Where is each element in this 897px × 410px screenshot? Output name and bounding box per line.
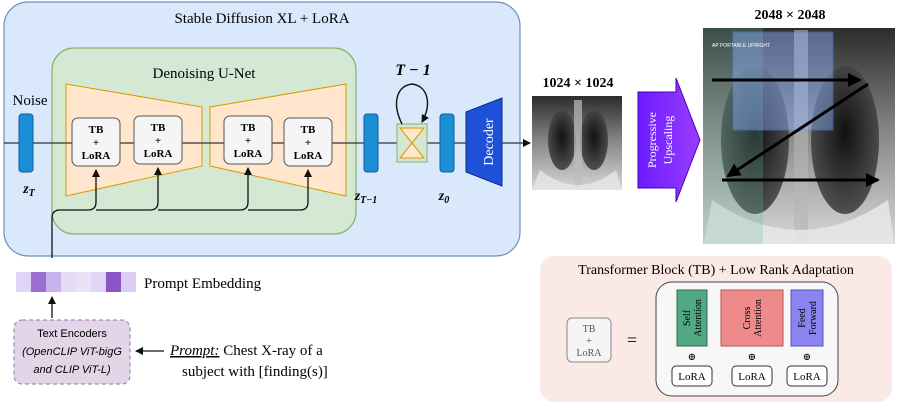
svg-text:LoRA: LoRA: [82, 150, 111, 162]
latent-zT1-block: [363, 113, 379, 173]
svg-text:FeedForward: FeedForward: [797, 301, 819, 335]
loop-label: T − 1: [395, 62, 430, 79]
svg-text:and CLIP ViT-L): and CLIP ViT-L): [33, 364, 111, 376]
xray-large: AP PORTABLE UPRIGHT: [703, 28, 895, 244]
tb-block-4: TB + LoRA: [283, 117, 333, 167]
text-encoders-box: Text Encoders (OpenCLIP ViT-bigG and CLI…: [13, 319, 131, 385]
tb-legend-equals: =: [627, 330, 637, 350]
svg-text:LoRA: LoRA: [234, 148, 263, 160]
svg-text:LoRA: LoRA: [793, 371, 821, 383]
svg-text:TB: TB: [89, 124, 104, 136]
svg-text:TB: TB: [583, 324, 596, 335]
large-res-label: 2048 × 2048: [755, 8, 826, 23]
svg-text:LoRA: LoRA: [738, 371, 766, 383]
tb-legend-title: Transformer Block (TB) + Low Rank Adapta…: [578, 263, 854, 278]
cross-attention-module: CrossAttention ⊕ LoRA: [720, 289, 784, 387]
zT1-label: zT−1: [354, 189, 378, 206]
svg-text:LoRA: LoRA: [678, 371, 706, 383]
tb-block-3: TB + LoRA: [223, 115, 273, 165]
feed-forward-module: FeedForward ⊕ LoRA: [786, 289, 828, 387]
svg-text:+: +: [155, 135, 161, 147]
scan-arrows: [712, 73, 880, 187]
conditioning-arrows: [51, 167, 312, 258]
small-res-label: 1024 × 1024: [543, 76, 614, 91]
svg-text:+: +: [245, 135, 251, 147]
svg-text:LoRA: LoRA: [144, 148, 173, 160]
svg-text:TB: TB: [151, 122, 166, 134]
svg-text:⊕: ⊕: [803, 352, 811, 363]
zT-label: zT: [22, 182, 35, 199]
xray-small: [532, 96, 622, 190]
upscale-arrow: Progressive Upscaling: [637, 77, 701, 203]
latent-zT-block: [18, 113, 34, 173]
svg-text:LoRA: LoRA: [294, 150, 323, 162]
xray-tag: AP PORTABLE UPRIGHT: [712, 43, 770, 49]
self-attention-module: SelfAttention ⊕ LoRA: [671, 289, 713, 387]
noise-label: Noise: [13, 93, 48, 109]
prompt-text-line1: Prompt: Chest X-ray of a: [169, 343, 323, 359]
unet-panel: Denoising U-Net: [51, 47, 357, 235]
svg-text:+: +: [586, 336, 592, 347]
latent-z0-block: [439, 113, 455, 173]
scheduler-block: [396, 123, 428, 163]
prompt-embedding-label: Prompt Embedding: [144, 276, 262, 292]
tb-block-2: TB + LoRA: [133, 115, 183, 165]
svg-text:Decoder: Decoder: [482, 118, 497, 166]
loop-arrow: [395, 83, 429, 125]
tb-legend-block: TB + LoRA: [566, 317, 612, 363]
svg-text:+: +: [93, 137, 99, 149]
svg-text:(OpenCLIP ViT-bigG: (OpenCLIP ViT-bigG: [22, 346, 122, 358]
svg-text:+: +: [305, 137, 311, 149]
prompt-embedding-bar: [16, 272, 136, 292]
decoder-block: Decoder: [465, 97, 503, 187]
svg-text:⊕: ⊕: [688, 352, 696, 363]
svg-text:⊕: ⊕: [748, 352, 756, 363]
svg-text:Progressive: Progressive: [645, 112, 659, 168]
tb-legend-panel: Transformer Block (TB) + Low Rank Adapta…: [540, 256, 892, 402]
unet-title: Denoising U-Net: [153, 66, 257, 82]
svg-text:SelfAttention: SelfAttention: [682, 299, 704, 337]
svg-text:Text Encoders: Text Encoders: [37, 328, 107, 340]
svg-text:Upscaling: Upscaling: [661, 116, 675, 165]
tb-block-1: TB + LoRA: [71, 117, 121, 167]
z0-label: z0: [438, 189, 449, 206]
sdxl-title: Stable Diffusion XL + LoRA: [174, 11, 349, 27]
prompt-text-line2: subject with [finding(s)]: [182, 364, 328, 380]
svg-text:TB: TB: [241, 122, 256, 134]
svg-text:CrossAttention: CrossAttention: [742, 299, 764, 337]
svg-text:LoRA: LoRA: [577, 348, 603, 359]
svg-text:TB: TB: [301, 124, 316, 136]
